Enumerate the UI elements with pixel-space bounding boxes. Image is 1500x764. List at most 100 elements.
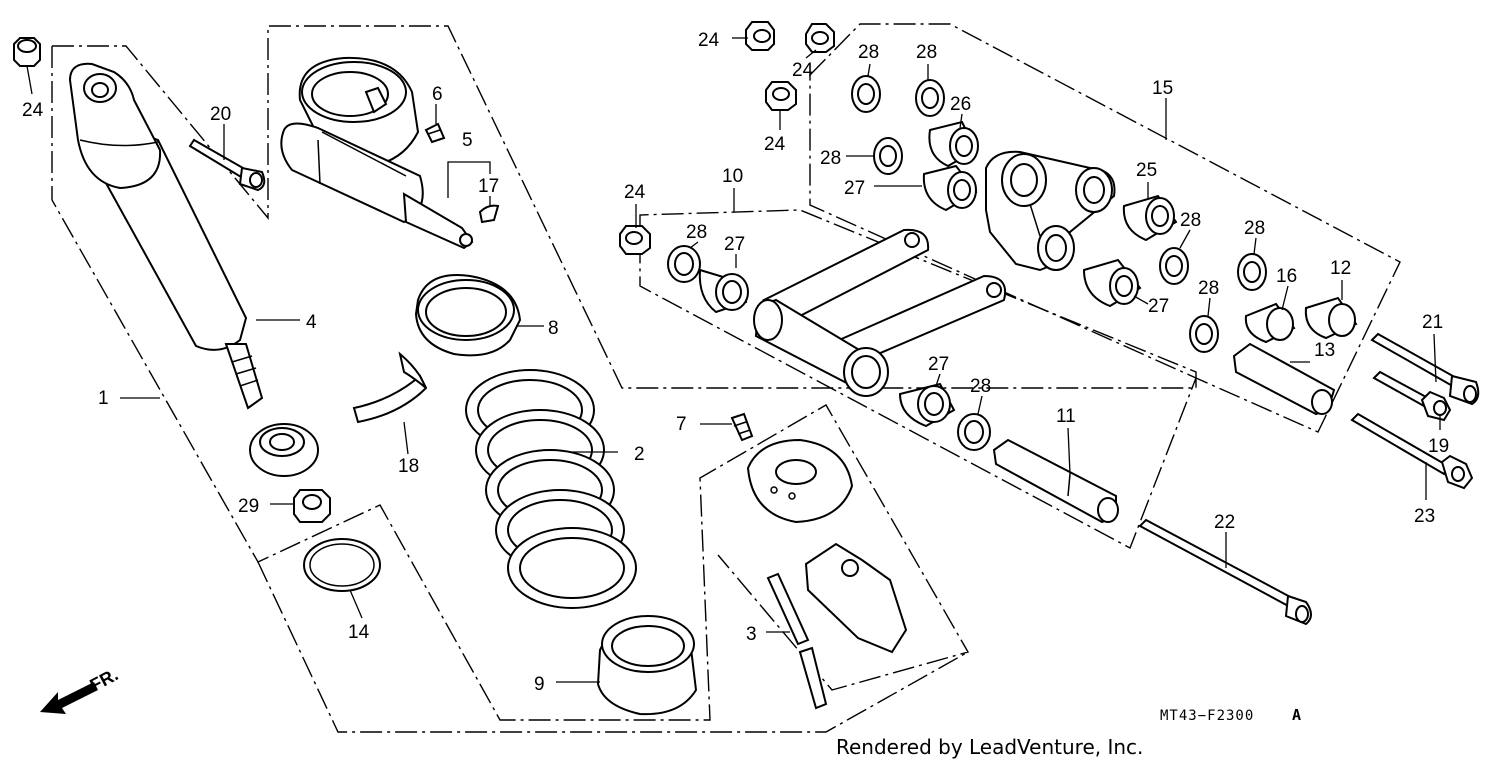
- callout-12: 12: [1330, 258, 1351, 279]
- callout-18: 18: [398, 456, 419, 477]
- shock-body-group-outline: [51, 46, 970, 721]
- nut-24-top-b: [805, 23, 835, 53]
- callout-11: 11: [1056, 406, 1076, 427]
- callout-3: 3: [746, 624, 757, 645]
- bearing-28-link-right: [957, 413, 991, 451]
- callout-17: 17: [478, 176, 499, 197]
- callout-13: 13: [1314, 340, 1335, 361]
- bearing-28-upper-b: [915, 79, 945, 117]
- callout-28-arm-c: 28: [1198, 278, 1219, 299]
- collar-27-arm: [1082, 258, 1142, 308]
- linkage-group-outline: [809, 23, 1401, 433]
- callout-19: 19: [1428, 436, 1449, 457]
- callout-7: 7: [676, 414, 687, 435]
- collar-13: [1232, 342, 1336, 416]
- stopper-18: [352, 351, 428, 424]
- nut-24-top-left: [13, 37, 41, 67]
- callout-5: 5: [462, 130, 473, 151]
- callout-24: 24: [22, 100, 44, 121]
- callout-15: 15: [1152, 78, 1173, 99]
- callout-28-arm-a: 28: [1180, 210, 1201, 231]
- bearing-28-upper-c: [873, 137, 903, 175]
- callout-27-arm: 27: [1148, 296, 1169, 317]
- callout-8: 8: [548, 318, 559, 339]
- nut-24-top-a: [745, 21, 775, 51]
- washer-plate: [746, 438, 854, 524]
- rod-3: [766, 572, 828, 710]
- bearing-28-link-left: [667, 245, 701, 283]
- callout-26: 26: [950, 94, 971, 115]
- nut-29: [293, 489, 331, 523]
- leader-lines: [26, 37, 1441, 683]
- shock-assembly-group-outline: [52, 25, 1197, 549]
- callout-28-upper-b: 28: [916, 42, 937, 63]
- link-plate-10: [753, 228, 1006, 397]
- callout-16: 16: [1276, 266, 1297, 287]
- spring-seat-8: [414, 274, 522, 357]
- pin-11: [992, 438, 1119, 524]
- bolt-19: [1372, 370, 1452, 422]
- callout-14: 14: [348, 622, 370, 643]
- callout-6: 6: [432, 84, 443, 105]
- callout-25: 25: [1136, 160, 1157, 181]
- arrow-left-down-icon: [40, 682, 98, 714]
- bushing-16: [1244, 302, 1296, 344]
- bolt-7: [730, 412, 754, 442]
- spring-seat-9: [596, 615, 698, 716]
- callout-24-middle: 24: [764, 134, 786, 155]
- bushing-12: [1304, 296, 1358, 340]
- spring-2: [465, 369, 637, 609]
- callout-9: 9: [534, 674, 545, 695]
- lower-group-outline: [257, 561, 969, 733]
- bolt-6: [424, 122, 446, 144]
- bolt-20: [188, 138, 266, 192]
- diagram-code: MT43−F2300: [1160, 708, 1254, 724]
- callout-24-top-a: 24: [698, 30, 720, 51]
- callout-27-link-left: 27: [724, 234, 745, 255]
- bolt-23: [1350, 412, 1474, 490]
- callout-28-link-right: 28: [970, 376, 991, 397]
- callout-20: 20: [210, 104, 231, 125]
- circlip-14: [303, 538, 381, 592]
- callout-27-upper: 27: [844, 178, 865, 199]
- bearing-28-arm-a: [1159, 247, 1189, 285]
- bolt-22: [1138, 518, 1312, 626]
- nut-24-middle: [765, 81, 797, 111]
- callout-24-linkage: 24: [624, 182, 646, 203]
- callout-29: 29: [238, 496, 259, 517]
- callout-28-upper-c: 28: [820, 148, 841, 169]
- callout-22: 22: [1214, 512, 1235, 533]
- callout-28-link-left: 28: [686, 222, 707, 243]
- bearing-28-arm-c: [1189, 315, 1219, 353]
- reservoir-5: [280, 56, 474, 250]
- shock-absorber-1: [68, 62, 264, 410]
- callout-labels: 24 1 2 3 4 5 6 7 8 9 10 11 12 13 14 15 1…: [22, 30, 1449, 695]
- callout-23: 23: [1414, 506, 1435, 527]
- render-credit: Rendered by LeadVenture, Inc.: [836, 735, 1143, 759]
- collar-25: [1122, 194, 1178, 242]
- callout-28-upper-a: 28: [858, 42, 879, 63]
- collar-26: [928, 120, 979, 168]
- callout-21: 21: [1422, 312, 1443, 333]
- callout-1: 1: [98, 388, 109, 409]
- front-direction-arrow: FR.: [40, 664, 121, 714]
- collar-27-upper: [922, 164, 978, 212]
- bolt-21: [1370, 332, 1480, 406]
- diagram-code-suffix: A: [1292, 706, 1302, 724]
- nut-24-left-linkage: [619, 225, 651, 255]
- callout-4: 4: [306, 312, 317, 333]
- callout-27-link-right: 27: [928, 354, 949, 375]
- callout-28-arm-b: 28: [1244, 218, 1265, 239]
- bracket: [804, 542, 908, 654]
- bushing-29-upper: [249, 423, 319, 477]
- callout-2: 2: [634, 444, 645, 465]
- bearing-28-upper-a: [851, 75, 881, 113]
- callout-24-top-b: 24: [792, 60, 814, 81]
- bearing-28-arm-b: [1237, 253, 1267, 291]
- collar-27-link-right: [898, 382, 956, 428]
- collar-27-link-left: [698, 268, 749, 314]
- clip-17: [478, 204, 500, 224]
- callout-10: 10: [722, 166, 743, 187]
- linkage-arm-15: [985, 150, 1116, 272]
